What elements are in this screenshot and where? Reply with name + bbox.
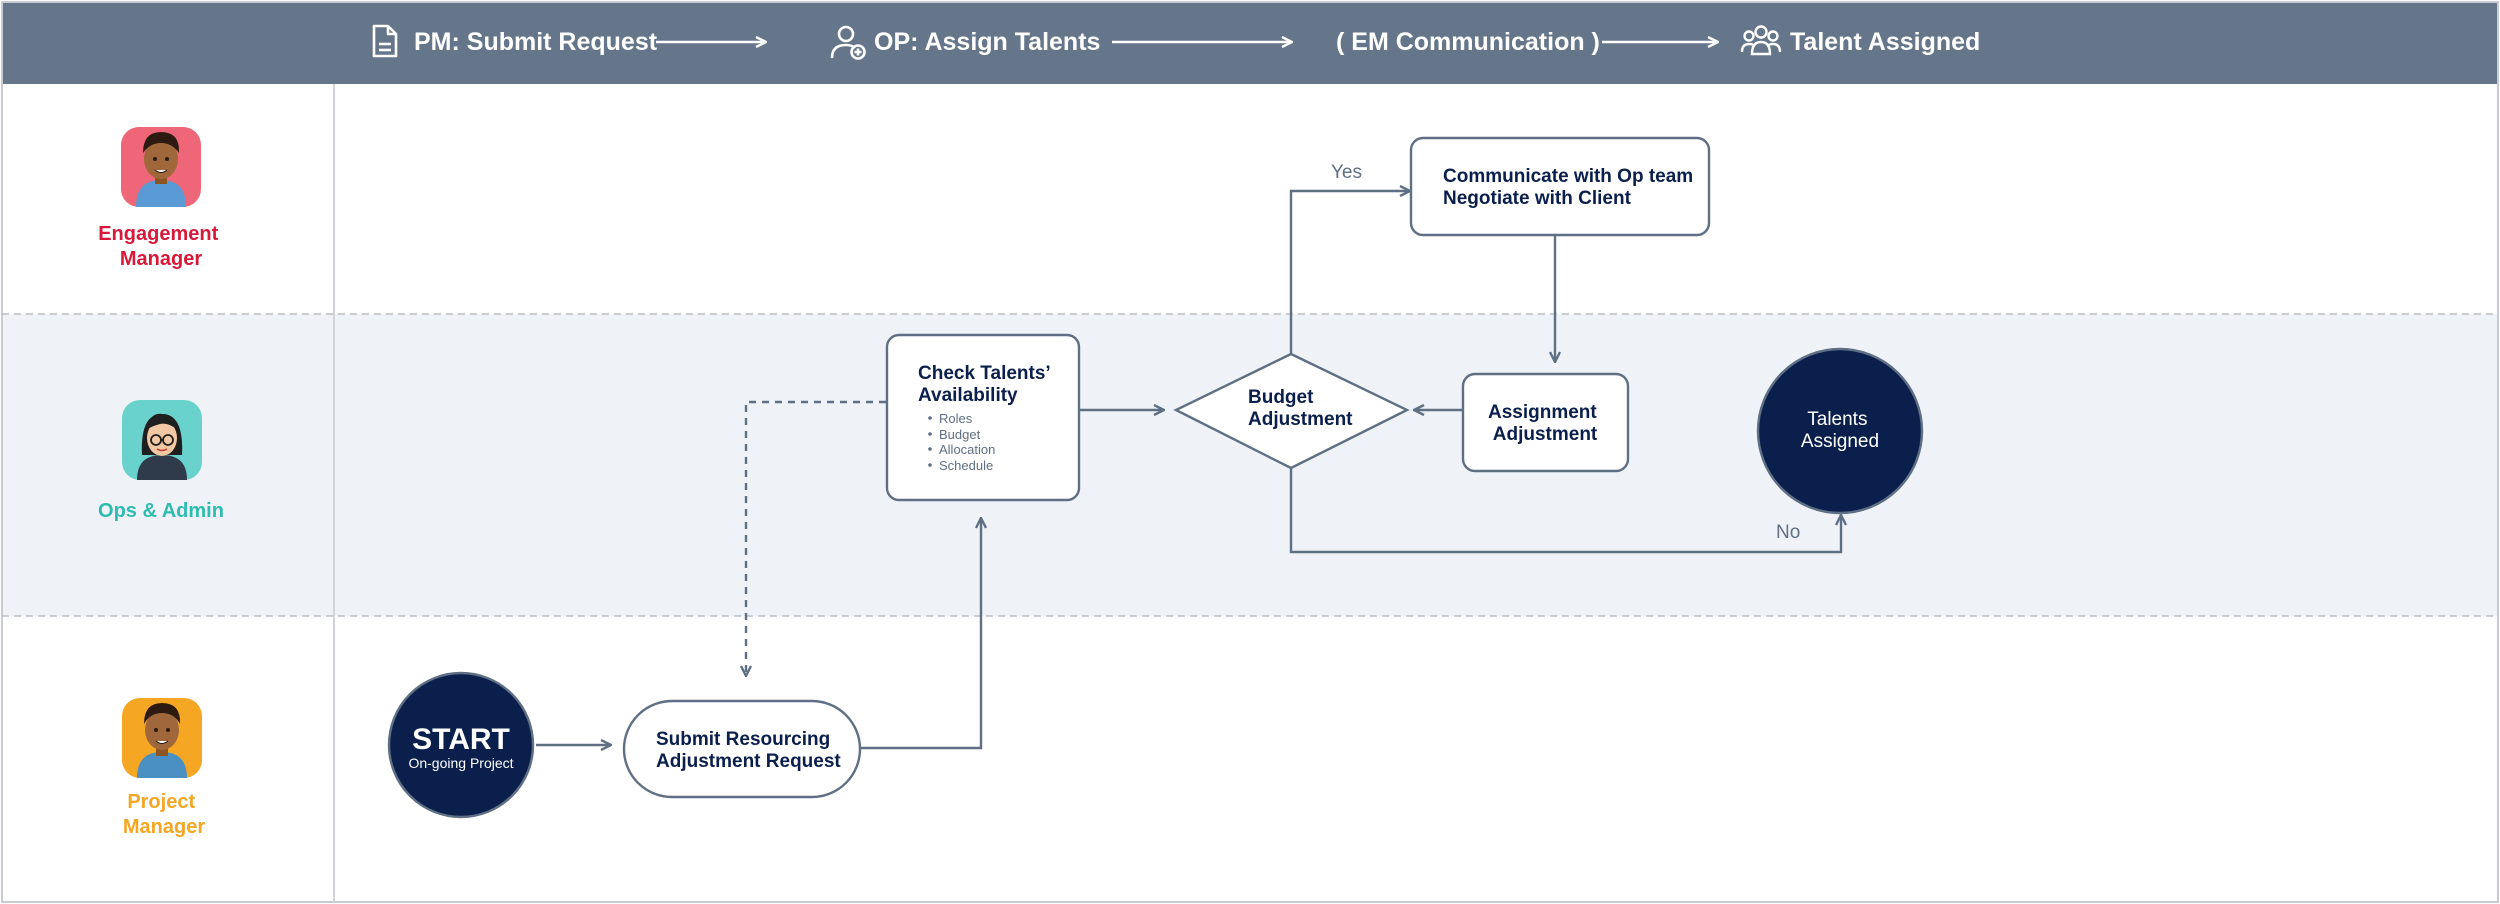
assignment-adjustment-node: Assignment Adjustment — [1461, 372, 1630, 473]
header-step-submit-request: PM: Submit Request — [414, 28, 658, 56]
lane-title-ops-admin: Ops & Admin — [98, 500, 224, 522]
submit-request-node: Submit Resourcing Adjustment Request — [622, 699, 862, 799]
check-availability-label: Check Talents’ Availability — [918, 363, 1055, 406]
lane-title-project-manager: Project Manager — [123, 791, 205, 838]
connector-budget-to-talents-no — [1289, 468, 1841, 554]
document-icon — [372, 24, 398, 58]
submit-request-label: Submit Resourcing Adjustment Request — [656, 729, 841, 772]
connector-submit-to-check — [861, 518, 981, 750]
start-node: START On-going Project — [387, 671, 535, 819]
talents-assigned-node: Talents Assigned — [1756, 347, 1924, 515]
lane-ops-admin — [2, 314, 2498, 616]
budget-adjustment-decision: Budget Adjustment — [1173, 352, 1410, 470]
check-availability-node: Check Talents’ Availability Roles Budget… — [885, 333, 1081, 502]
connector-budget-to-communicate-yes — [1289, 191, 1410, 354]
budget-adjustment-label: Budget Adjustment — [1248, 387, 1353, 430]
edge-label-yes: Yes — [1331, 162, 1362, 183]
team-icon — [1740, 25, 1782, 56]
lane-title-engagement-manager: Engagement Manager — [98, 223, 224, 270]
ops-admin-avatar — [122, 400, 202, 480]
add-user-icon — [830, 25, 866, 60]
start-node-subtitle: On-going Project — [408, 755, 513, 771]
lane-engagement-manager — [2, 84, 2498, 314]
edge-label-no: No — [1776, 522, 1800, 543]
engagement-manager-avatar — [121, 127, 201, 207]
lane-project-manager — [2, 616, 2498, 902]
project-manager-avatar — [122, 698, 202, 778]
header-step-em-communication: ( EM Communication ) — [1336, 28, 1600, 56]
communicate-node: Communicate with Op team Negotiate with … — [1409, 136, 1711, 237]
start-node-title: START — [412, 723, 510, 756]
communicate-label: Communicate with Op team Negotiate with … — [1443, 166, 1698, 209]
header-step-talent-assigned: Talent Assigned — [1790, 28, 1980, 56]
talents-assigned-label: Talents Assigned — [1801, 409, 1879, 452]
check-availability-bullets — [928, 416, 932, 467]
header-step-assign-talents: OP: Assign Talents — [874, 28, 1100, 56]
assignment-adjustment-label: Assignment Adjustment — [1488, 402, 1602, 445]
check-availability-bullet-list: Roles Budget Allocation Schedule — [939, 411, 999, 473]
